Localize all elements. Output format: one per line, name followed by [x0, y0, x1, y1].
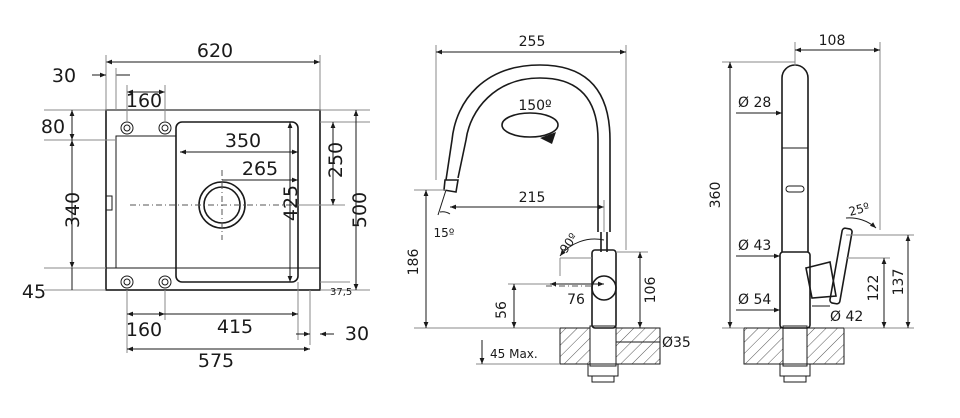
sink-drainboard: [115, 135, 177, 269]
dim-lever-height: 56: [494, 301, 510, 319]
rotation-arrow: [501, 112, 559, 138]
dim-cutout-width: 575: [198, 350, 234, 372]
dim-hole-spacing-top: 160: [126, 90, 162, 112]
spout-front: [781, 64, 809, 252]
dim-bottom-margin: 45: [22, 281, 46, 303]
lever-joint: [805, 261, 837, 299]
dim-thickness: 45 Max.: [490, 347, 538, 361]
dim-lever-total: 137: [891, 269, 907, 296]
lever-handle: [829, 227, 853, 305]
dim-handle-offset: 76: [567, 292, 585, 308]
dim-height: 186: [406, 249, 422, 276]
faucet-side-view: 150º 255 215 15º 186 90º 76 106: [406, 34, 691, 383]
dim-lever-height-front: 122: [866, 275, 882, 302]
dim-spray-angle: 15º: [434, 226, 455, 240]
dim-base-height: 106: [643, 277, 659, 304]
dim-bowl-height: 340: [62, 192, 84, 228]
dim-height-front: 360: [708, 182, 724, 209]
dim-top-width: 108: [819, 33, 846, 49]
faucet-body-front: [779, 251, 811, 329]
dim-drain-offset: 265: [242, 158, 278, 180]
dim-hole-spacing-bottom: 160: [126, 319, 162, 341]
dim-hole: Ø35: [662, 335, 691, 351]
dim-drain-depth: 250: [325, 142, 347, 178]
faucet-front-view: 108 Ø 28 360 25º Ø 43 122 137 Ø 54 Ø 42: [708, 33, 914, 383]
dim-body-dia: Ø 43: [738, 238, 771, 254]
faucet-handle-hub: [591, 275, 617, 301]
dim-left-offset: 30: [52, 65, 76, 87]
spout-outer: [457, 77, 599, 232]
dim-rotation: 150º: [518, 98, 551, 114]
dim-bowl-inner: 425: [280, 185, 302, 221]
dim-lever-dia: Ø 42: [830, 309, 863, 325]
dim-reach-total: 255: [519, 34, 546, 50]
overflow-slot: [105, 195, 113, 211]
dim-overall-depth: 500: [349, 192, 371, 228]
dim-base-dia: Ø 54: [738, 292, 771, 308]
dim-top-margin: 80: [41, 116, 65, 138]
dim-lever-angle: 25º: [847, 200, 871, 219]
spout-inner: [445, 64, 611, 232]
spray-head: [443, 179, 459, 193]
dim-bowl-width: 350: [225, 130, 261, 152]
dim-reach: 215: [519, 190, 546, 206]
sink-plan-view: 620 30 160 80 340 45 350 265 425 250: [22, 40, 371, 372]
dim-right-offset: 30: [345, 323, 369, 345]
dim-corner: 37,5: [330, 287, 352, 298]
dim-bowl-length: 415: [217, 316, 253, 338]
dim-overall-width: 620: [197, 40, 233, 62]
faucet-body: [591, 249, 617, 329]
dim-spout-dia: Ø 28: [738, 95, 771, 111]
dim-handle-angle: 90º: [557, 230, 581, 255]
